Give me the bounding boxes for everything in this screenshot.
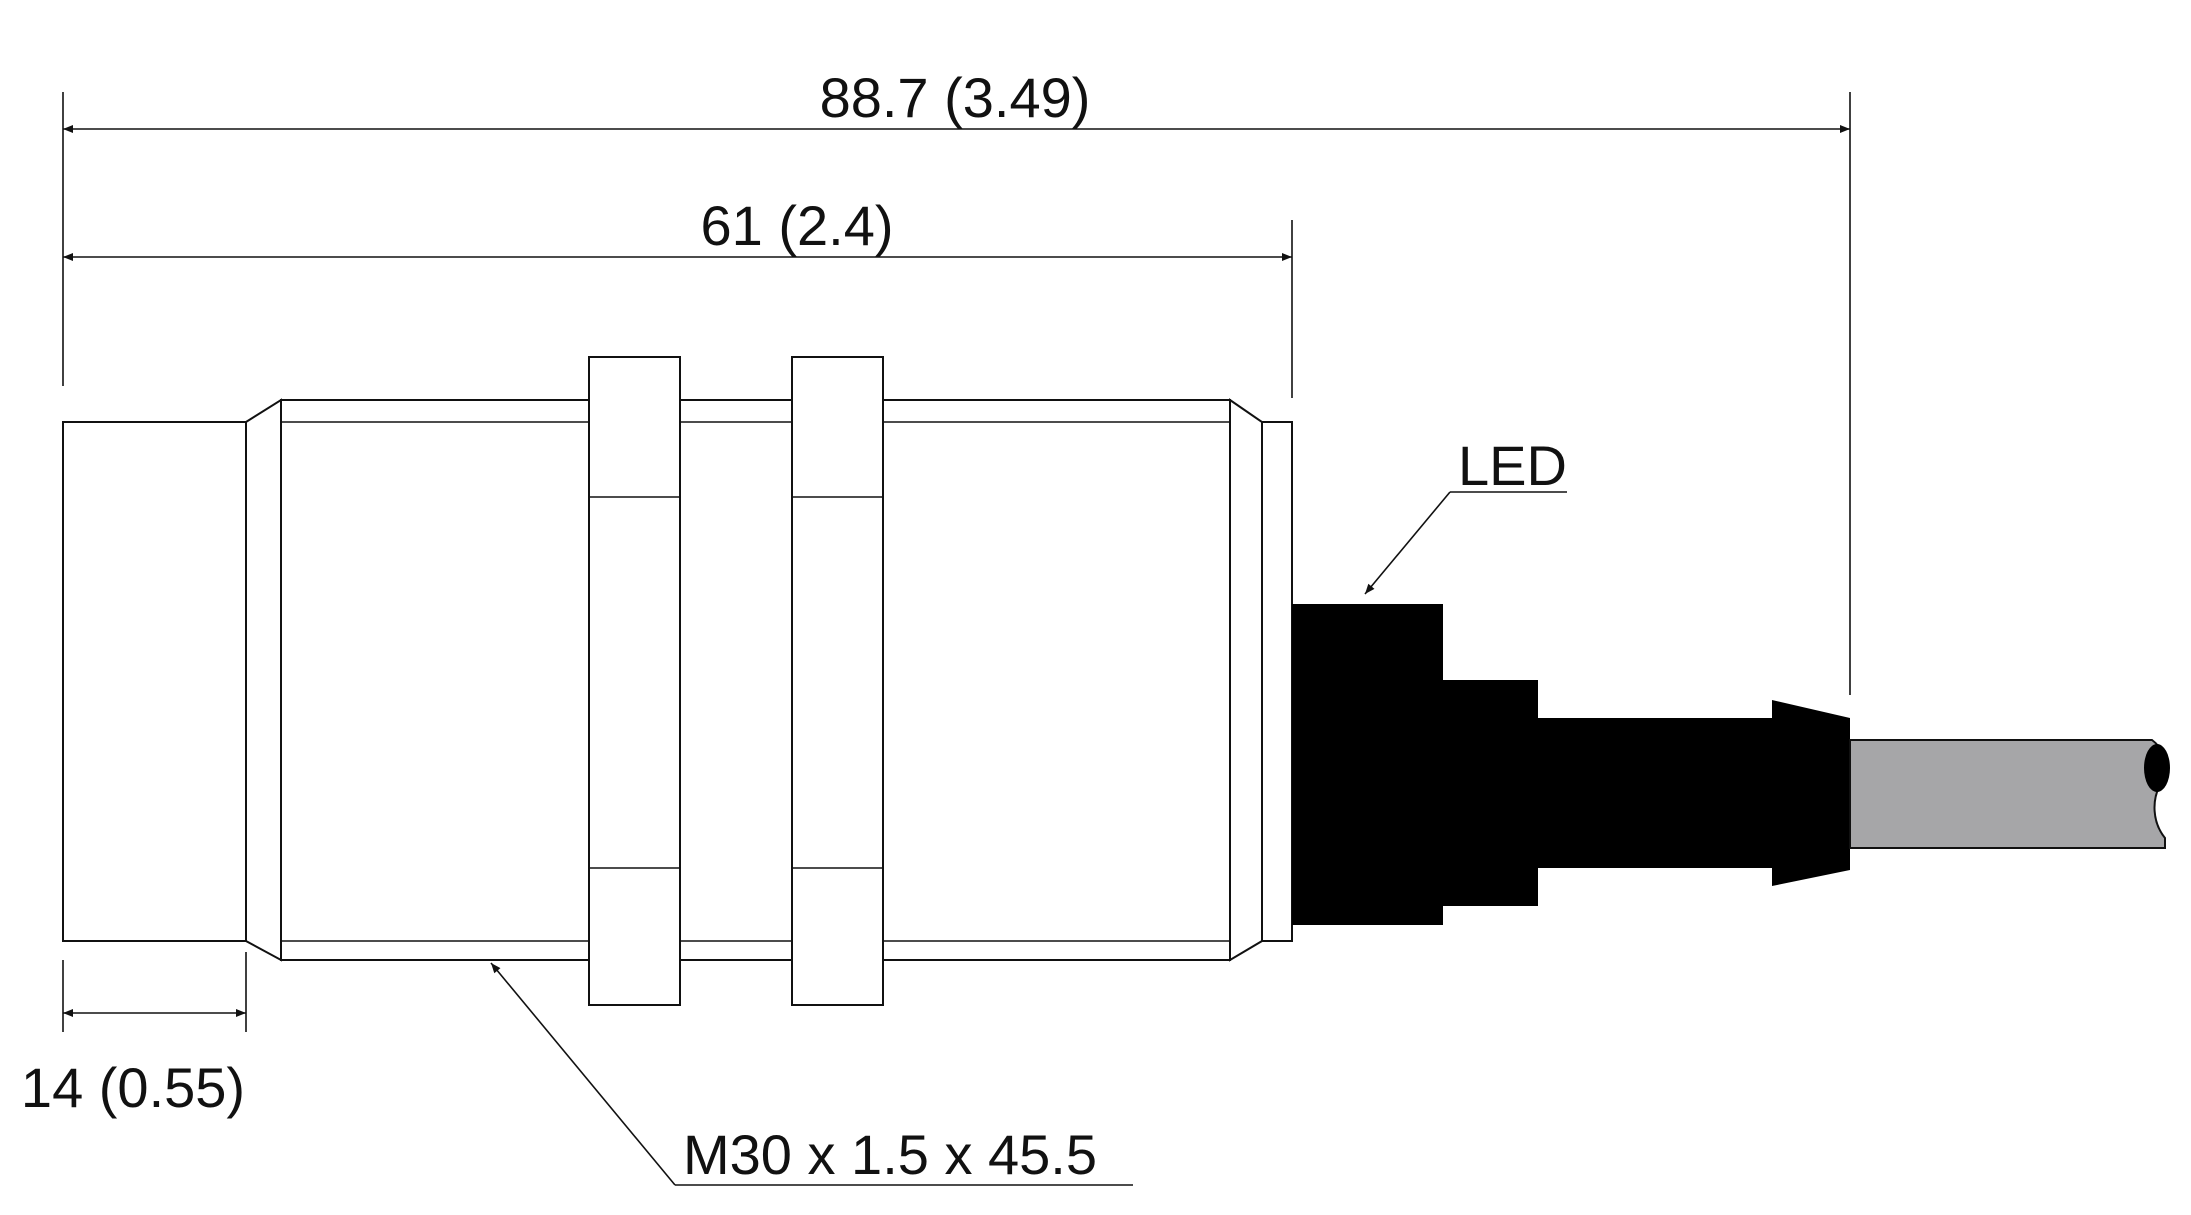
threaded-barrel [280,399,1231,961]
sensor-body [62,356,1293,1006]
mounting-nut-2 [791,356,884,1006]
overall-length-label: 88.7 (3.49) [820,66,1091,129]
mounting-nut-1 [588,356,681,1006]
cable-jacket [1849,739,2167,849]
front-chamfer [245,398,282,962]
body-length-label: 61 (2.4) [701,194,894,257]
cable-connector [1292,604,1850,925]
led-leader-line [1364,491,1451,595]
overall-length-dimension: 88.7 (3.49) [62,66,1851,695]
cable-cut-end [2144,744,2170,792]
thread-spec-label: M30 x 1.5 x 45.5 [683,1123,1097,1186]
led-label: LED [1458,434,1567,497]
connector-housing [1292,604,1850,925]
led-callout: LED [1364,434,1567,595]
rear-chamfer [1229,398,1263,962]
thread-leader-line [490,962,676,1186]
sensing-face-length-label: 14 (0.55) [21,1056,245,1119]
rear-flange [1261,421,1293,942]
sensing-face-dimension: 14 (0.55) [21,952,247,1119]
cable [1849,739,2170,849]
thread-callout: M30 x 1.5 x 45.5 [490,962,1133,1186]
body-length-dimension: 61 (2.4) [63,194,1293,398]
sensing-face-cap [62,421,247,942]
